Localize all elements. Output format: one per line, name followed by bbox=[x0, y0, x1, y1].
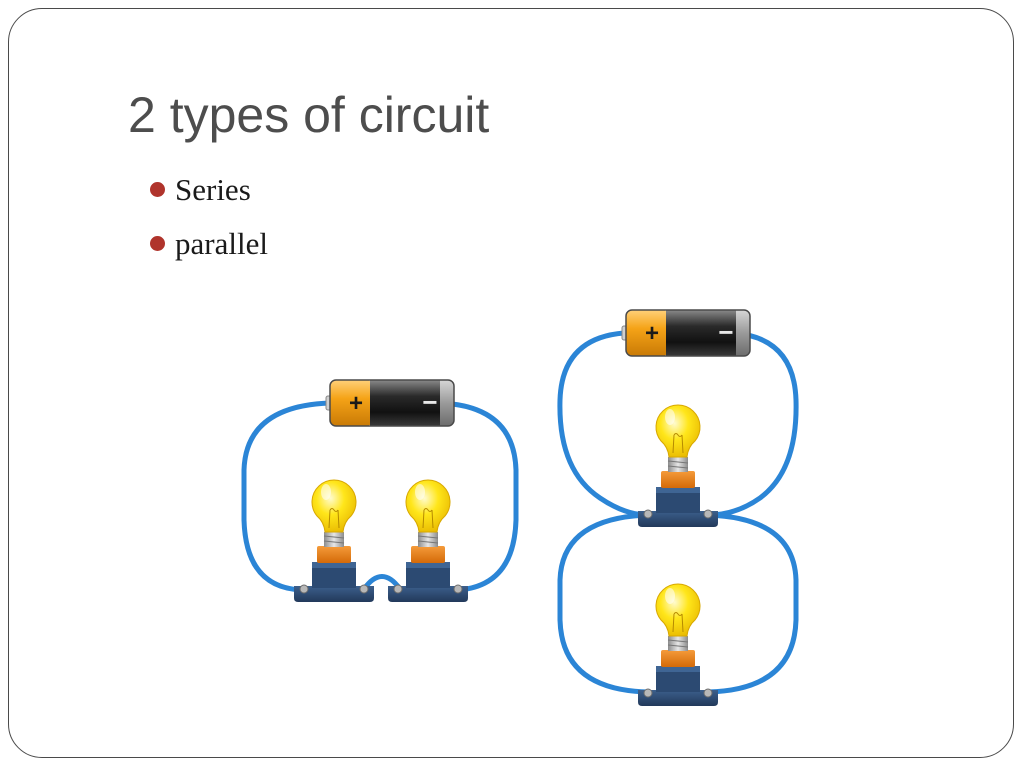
bullet-dot-icon bbox=[150, 236, 165, 251]
battery-positive-label: + bbox=[645, 320, 659, 347]
battery-positive-label: + bbox=[349, 390, 363, 417]
bullet-item-series: Series bbox=[150, 170, 268, 224]
parallel-circuit: + − bbox=[557, 309, 799, 707]
series-wire bbox=[241, 400, 333, 593]
bulb-icon bbox=[387, 479, 469, 603]
parallel-wire bbox=[705, 330, 799, 518]
slide-frame bbox=[8, 8, 1014, 758]
bullet-dot-icon bbox=[150, 182, 165, 197]
battery-negative-label: − bbox=[422, 387, 437, 417]
parallel-wire bbox=[705, 512, 799, 695]
parallel-wire bbox=[557, 330, 651, 518]
bulb-icon bbox=[637, 404, 719, 528]
series-circuit: + − bbox=[241, 379, 519, 603]
parallel-wire bbox=[557, 512, 651, 695]
bulb-icon bbox=[293, 479, 375, 603]
bulb-icon bbox=[637, 583, 719, 707]
slide-title: 2 types of circuit bbox=[128, 87, 490, 143]
bullet-item-parallel: parallel bbox=[150, 224, 268, 278]
bullet-list: Series parallel bbox=[150, 170, 268, 278]
series-wire bbox=[437, 400, 519, 593]
battery-negative-label: − bbox=[718, 317, 733, 347]
bullet-label: Series bbox=[175, 172, 251, 207]
bullet-label: parallel bbox=[175, 226, 268, 261]
